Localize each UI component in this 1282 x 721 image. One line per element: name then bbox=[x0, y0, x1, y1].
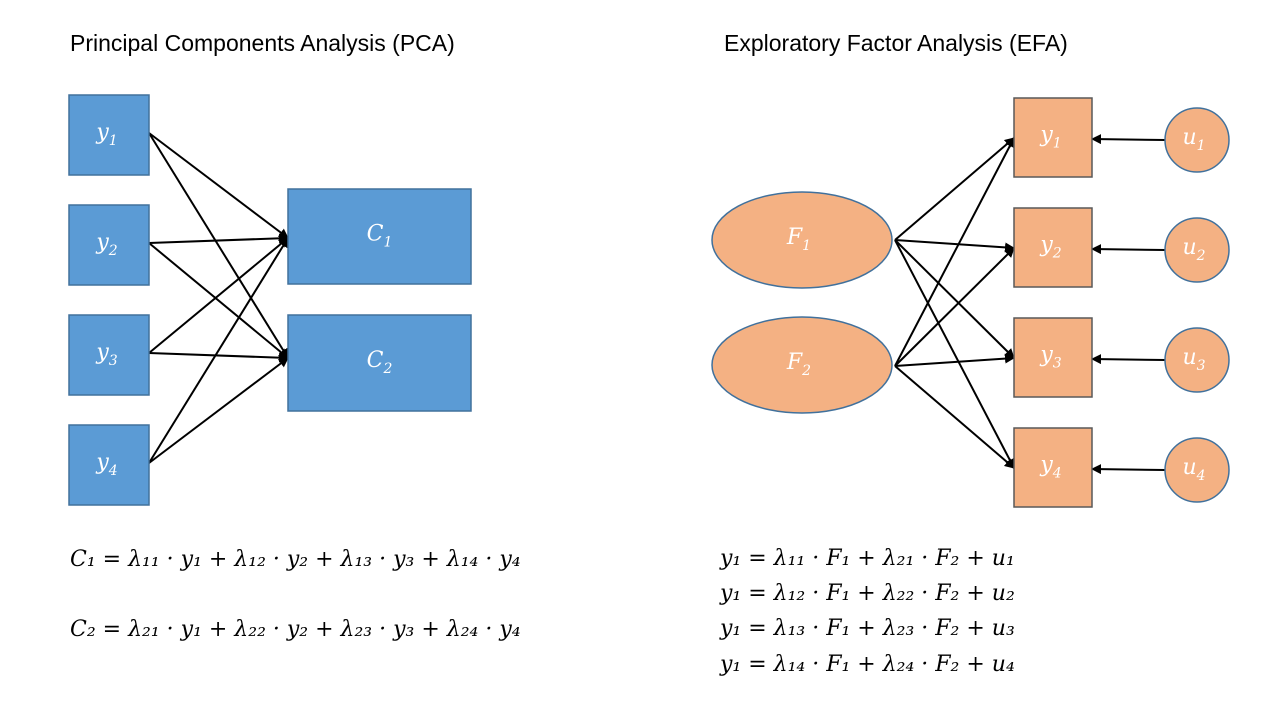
efa-arrow-f2-y4 bbox=[894, 365, 1015, 469]
pca-arrow-y1-c2 bbox=[148, 132, 289, 359]
efa-error-label-u2: u2 bbox=[1182, 235, 1205, 264]
efa-error-circle-u4 bbox=[1164, 437, 1230, 503]
pca-arrow-y3-c2 bbox=[148, 352, 289, 363]
pca-component-box-c1 bbox=[287, 188, 472, 285]
pca-input-box-y4 bbox=[68, 424, 150, 506]
efa-equation-3: y₁ = λ₁₃ · F₁ + λ₂₃ · F₂ + u₃ bbox=[720, 616, 1015, 641]
pca-arrow-y3-c1 bbox=[148, 237, 289, 354]
pca-component-box-c2 bbox=[287, 314, 472, 412]
efa-factor-label-f2: F2 bbox=[786, 350, 811, 379]
efa-error-label-u4: u4 bbox=[1182, 455, 1205, 484]
efa-factor-label-f1: F1 bbox=[786, 225, 811, 254]
efa-arrow-u2-y2 bbox=[1091, 244, 1166, 255]
pca-equation-2: C₂ = λ₂₁ · y₁ + λ₂₂ · y₂ + λ₂₃ · y₃ + λ₂… bbox=[70, 617, 521, 642]
pca-input-box-y1 bbox=[68, 94, 150, 176]
efa-equation-4: y₁ = λ₁₄ · F₁ + λ₂₄ · F₂ + u₄ bbox=[720, 652, 1015, 677]
pca-equation-1: C₁ = λ₁₁ · y₁ + λ₁₂ · y₂ + λ₁₃ · y₃ + λ₁… bbox=[70, 547, 521, 572]
efa-arrow-f1-y3 bbox=[894, 239, 1015, 359]
efa-title: Exploratory Factor Analysis (EFA) bbox=[724, 30, 1068, 56]
efa-arrow-f2-y1 bbox=[894, 137, 1015, 367]
efa-error-circle-u2 bbox=[1164, 217, 1230, 283]
efa-arrow-u3-y3 bbox=[1091, 354, 1166, 365]
pca-component-label-c2: C2 bbox=[367, 348, 393, 377]
efa-indicator-label-y4: y4 bbox=[1039, 453, 1061, 482]
pca-input-label-y1: y1 bbox=[95, 120, 117, 149]
pca-arrow-y1-c1 bbox=[148, 132, 289, 239]
efa-error-circle-u3 bbox=[1164, 327, 1230, 393]
pca-input-box-y3 bbox=[68, 314, 150, 396]
efa-arrow-f1-y4 bbox=[894, 239, 1015, 469]
efa-indicator-box-y3 bbox=[1013, 317, 1093, 398]
pca-component-label-c1: C1 bbox=[367, 222, 393, 251]
efa-indicator-label-y3: y3 bbox=[1039, 343, 1061, 372]
pca-arrow-y2-c1 bbox=[148, 233, 289, 244]
efa-error-circle-u1 bbox=[1164, 107, 1230, 173]
efa-arrow-f2-y2 bbox=[894, 247, 1015, 367]
efa-indicator-box-y1 bbox=[1013, 97, 1093, 178]
efa-indicator-label-y1: y1 bbox=[1039, 123, 1061, 152]
efa-indicator-label-y2: y2 bbox=[1039, 233, 1061, 262]
efa-factor-ellipse-f2 bbox=[711, 316, 893, 414]
efa-equation-1: y₁ = λ₁₁ · F₁ + λ₂₁ · F₂ + u₁ bbox=[720, 546, 1015, 571]
efa-arrow-f2-y3 bbox=[894, 353, 1015, 367]
pca-input-box-y2 bbox=[68, 204, 150, 286]
pca-arrow-y4-c2 bbox=[148, 357, 289, 464]
efa-equation-2: y₁ = λ₁₂ · F₁ + λ₂₂ · F₂ + u₂ bbox=[720, 581, 1015, 606]
pca-arrow-y2-c2 bbox=[148, 242, 289, 359]
efa-arrow-u1-y1 bbox=[1091, 134, 1166, 145]
edges-layer bbox=[148, 132, 1166, 475]
efa-arrow-u4-y4 bbox=[1091, 464, 1166, 475]
efa-arrow-f1-y1 bbox=[894, 137, 1015, 241]
efa-error-label-u1: u1 bbox=[1182, 125, 1205, 154]
efa-factor-ellipse-f1 bbox=[711, 191, 893, 289]
pca-arrow-y4-c1 bbox=[148, 237, 289, 464]
efa-indicator-box-y4 bbox=[1013, 427, 1093, 508]
efa-arrow-f1-y2 bbox=[894, 239, 1015, 253]
efa-indicator-box-y2 bbox=[1013, 207, 1093, 288]
efa-error-label-u3: u3 bbox=[1182, 345, 1205, 374]
pca-title: Principal Components Analysis (PCA) bbox=[70, 30, 455, 56]
pca-input-label-y2: y2 bbox=[95, 230, 117, 259]
pca-input-label-y4: y4 bbox=[95, 450, 117, 479]
pca-input-label-y3: y3 bbox=[95, 340, 117, 369]
